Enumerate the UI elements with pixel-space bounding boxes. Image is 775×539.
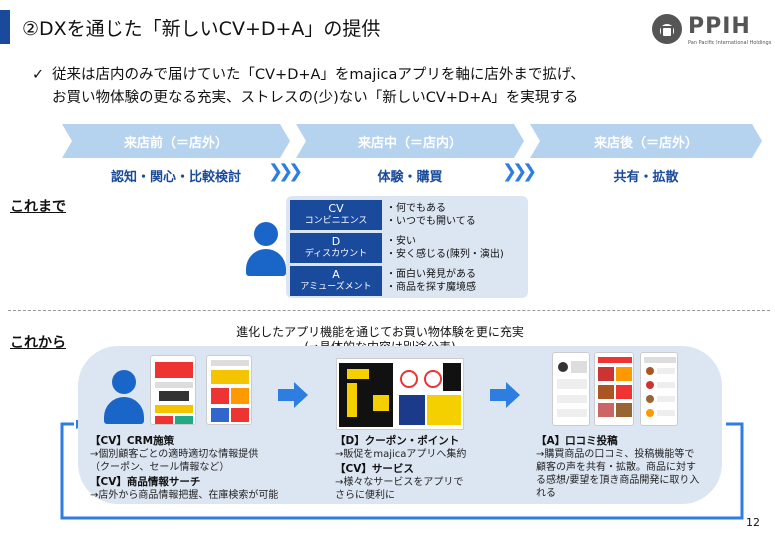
stage-sub-before: 認知・関心・比較検討 <box>110 170 241 185</box>
page-number: 12 <box>746 516 760 529</box>
logo-subtext: Pan Pacific International Holdings <box>688 40 772 46</box>
customer-icon <box>246 222 286 276</box>
summary-line-2: お買い物体験の更なる充実、ストレスの(少)ない「新しいCV+D+A」を実現する <box>52 90 579 106</box>
app-screenshot-search <box>206 355 252 425</box>
app-screenshot-review-1 <box>552 352 590 426</box>
chevron-right-icon: ❯❯❯ <box>268 161 303 182</box>
section-label-future: これから <box>10 335 66 351</box>
section-label-past: これまで <box>10 199 66 215</box>
logo-mark-icon <box>652 14 682 44</box>
customer-icon <box>104 370 144 424</box>
a-cell: A アミューズメント <box>290 266 382 296</box>
crm-block: 【CV】CRM施策 →個別顧客ごとの適時適切な情報提供 （クーポン、セール情報な… <box>90 435 279 501</box>
d-points: ・安い ・安く感じる(陳列・演出) <box>386 236 504 260</box>
logo-text: PPIH <box>688 14 751 39</box>
stage-label-after: 来店後（＝店外） <box>593 135 698 151</box>
chevron-right-icon: ❯❯❯ <box>502 161 537 182</box>
title-accent-bar <box>0 10 10 44</box>
page-title: ②DXを通じた「新しいCV+D+A」の提供 <box>22 18 381 40</box>
coupon-service-images <box>336 358 464 430</box>
company-logo: PPIH Pan Pacific International Holdings <box>650 12 772 52</box>
app-screenshot-review-2 <box>594 352 634 426</box>
stage-label-before: 来店前（＝店外） <box>123 135 228 151</box>
stage-arrow-before <box>62 124 290 158</box>
stage-arrow-after <box>530 124 762 158</box>
stage-arrows <box>62 124 762 158</box>
stage-sub-after: 共有・拡散 <box>613 170 679 185</box>
arrow-right-icon <box>490 382 520 408</box>
summary-text: ✓ 従来は店内のみで届けていた「CV+D+A」をmajicaアプリを軸に店外まで… <box>32 64 752 110</box>
app-screenshot-review-3 <box>640 352 678 426</box>
cv-points: ・何でもある ・いつでも開いてる <box>386 203 476 227</box>
review-block: 【A】口コミ投稿 →購買商品の口コミ、投稿機能等で 顧客の声を共有・拡散。商品に… <box>536 435 700 499</box>
stage-label-during: 来店中（＝店内） <box>357 135 462 151</box>
app-screenshot-membership <box>150 355 196 425</box>
coupon-block: 【D】クーポン・ポイント →販促をmajicaアプリへ集約 【CV】サービス →… <box>335 435 467 501</box>
summary-line-1: 従来は店内のみで届けていた「CV+D+A」をmajicaアプリを軸に店外まで拡げ… <box>52 67 585 83</box>
section-divider <box>8 310 770 311</box>
d-cell: D ディスカウント <box>290 233 382 263</box>
stage-sub-during: 体験・購買 <box>377 170 443 185</box>
arrow-right-icon <box>278 382 308 408</box>
check-icon: ✓ <box>32 67 45 83</box>
a-points: ・面白い発見がある ・商品を探す魔境感 <box>386 269 476 293</box>
cv-cell: CV コンビニエンス <box>290 200 382 230</box>
stage-arrow-during <box>296 124 524 158</box>
